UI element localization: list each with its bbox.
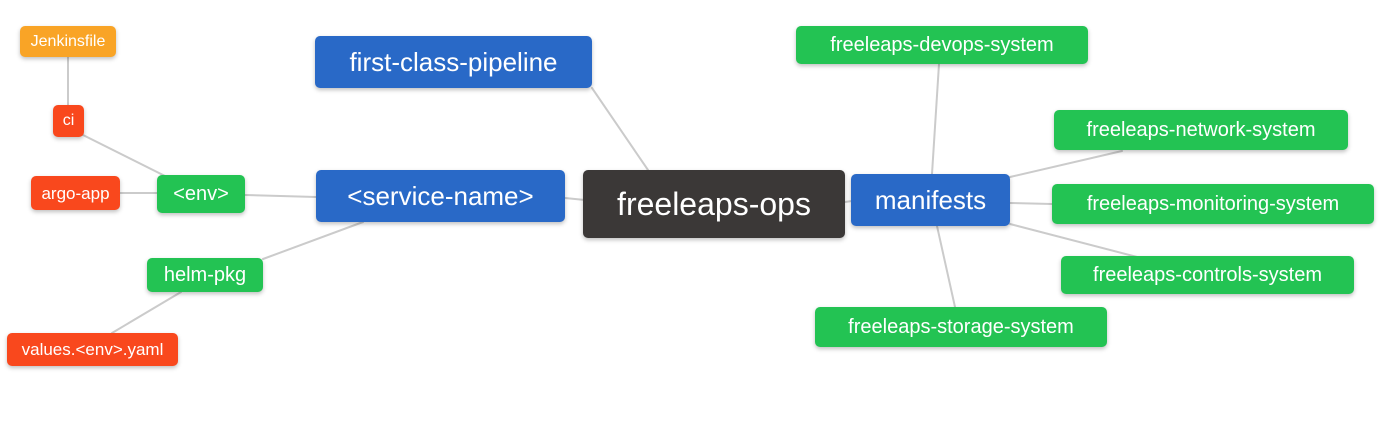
node-label-ci: ci <box>62 112 75 129</box>
node-label-freeleaps-controls-system: freeleaps-controls-system <box>1093 264 1322 286</box>
node-helm-pkg[interactable]: helm-pkg <box>147 258 263 292</box>
node-freeleaps-controls-system[interactable]: freeleaps-controls-system <box>1061 256 1354 294</box>
node-jenkinsfile[interactable]: Jenkinsfile <box>20 26 116 57</box>
node-label-jenkinsfile: Jenkinsfile <box>30 32 106 50</box>
node-label-freeleaps-ops: freeleaps-ops <box>617 186 811 222</box>
node-freeleaps-storage-system[interactable]: freeleaps-storage-system <box>815 307 1107 347</box>
node-label-first-class-pipeline: first-class-pipeline <box>349 47 558 77</box>
node-freeleaps-ops[interactable]: freeleaps-ops <box>583 170 845 238</box>
node-label-freeleaps-network-system: freeleaps-network-system <box>1086 119 1316 141</box>
node-manifests[interactable]: manifests <box>851 174 1010 226</box>
node-service-name[interactable]: <service-name> <box>316 170 565 222</box>
node-label-env: <env> <box>173 183 229 205</box>
node-argo-app[interactable]: argo-app <box>31 176 120 210</box>
node-freeleaps-network-system[interactable]: freeleaps-network-system <box>1054 110 1348 150</box>
node-values-env-yaml[interactable]: values.<env>.yaml <box>7 333 178 366</box>
node-label-argo-app: argo-app <box>41 183 110 203</box>
node-label-helm-pkg: helm-pkg <box>163 264 247 286</box>
node-label-values-env-yaml: values.<env>.yaml <box>21 340 164 359</box>
node-freeleaps-devops-system[interactable]: freeleaps-devops-system <box>796 26 1088 64</box>
node-freeleaps-monitoring-system[interactable]: freeleaps-monitoring-system <box>1052 184 1374 224</box>
node-first-class-pipeline[interactable]: first-class-pipeline <box>315 36 592 88</box>
node-label-freeleaps-monitoring-system: freeleaps-monitoring-system <box>1086 193 1340 215</box>
node-label-freeleaps-devops-system: freeleaps-devops-system <box>830 34 1054 56</box>
node-env[interactable]: <env> <box>157 175 245 213</box>
node-ci[interactable]: ci <box>53 105 84 137</box>
node-label-service-name: <service-name> <box>347 181 534 211</box>
node-label-freeleaps-storage-system: freeleaps-storage-system <box>848 316 1074 338</box>
node-label-manifests: manifests <box>874 185 987 215</box>
